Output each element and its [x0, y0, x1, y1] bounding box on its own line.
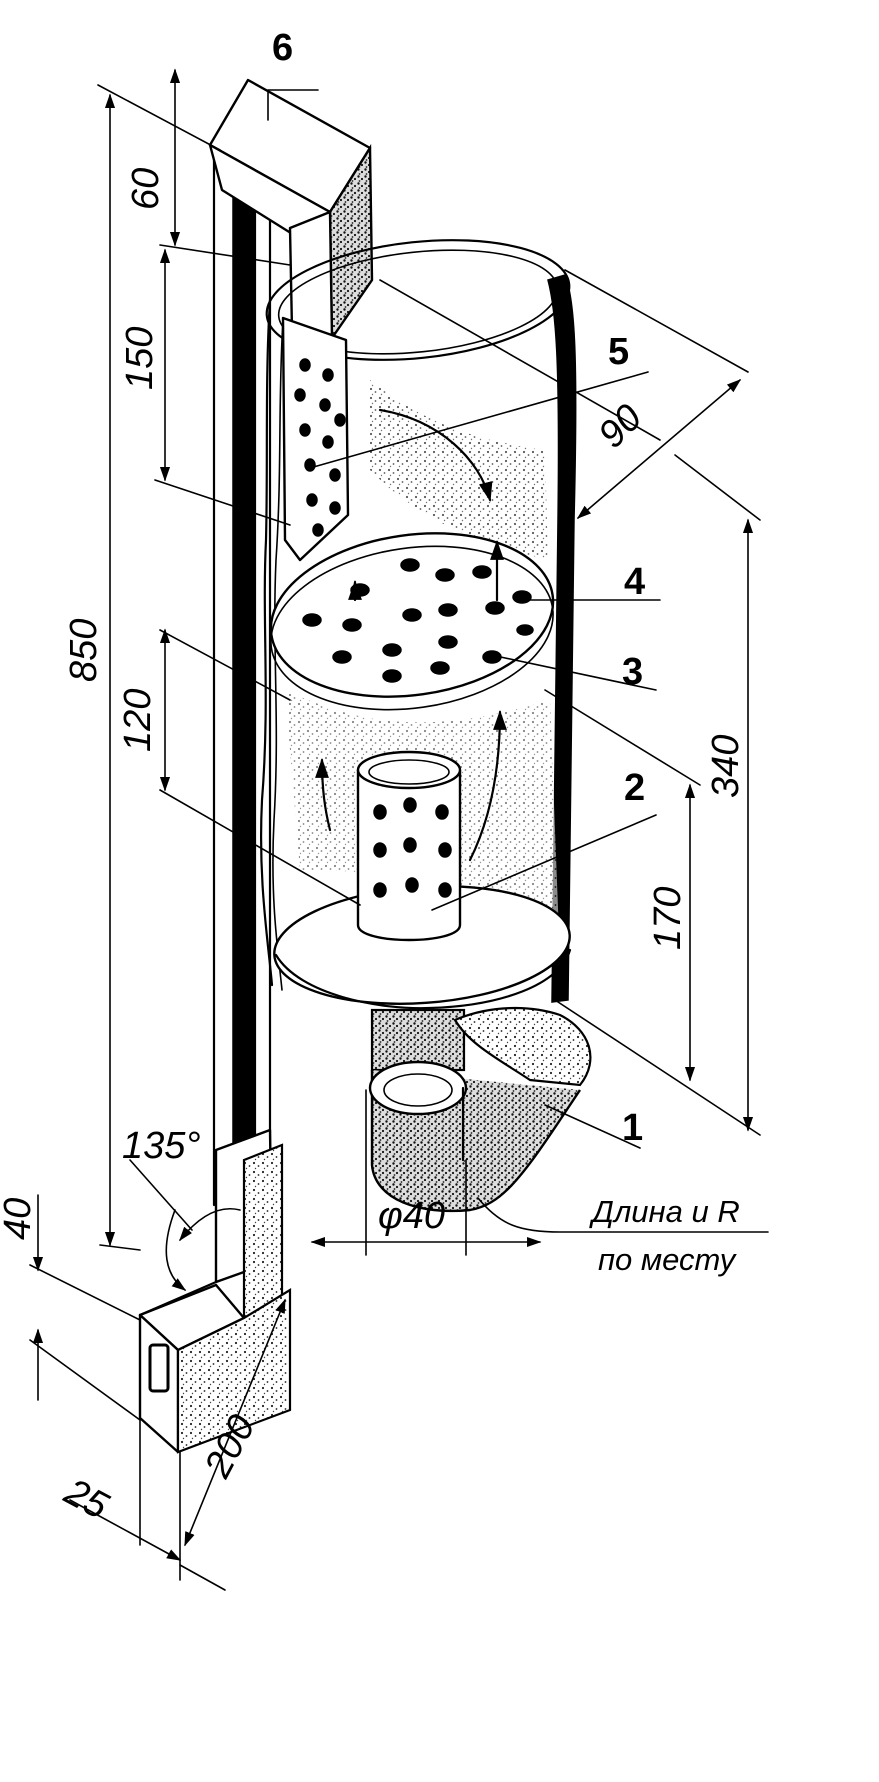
- plate-holes: [294, 358, 346, 537]
- inlet-box: [138, 1128, 292, 1454]
- leader-lines: [267, 89, 769, 1233]
- label-part-1: 1: [622, 1107, 643, 1149]
- dim-340: 340: [705, 735, 747, 798]
- perforated-plate: [281, 316, 504, 602]
- dim-angle-135: 135°: [122, 1125, 201, 1167]
- label-part-3: 3: [622, 651, 643, 693]
- dim-60: 60: [125, 168, 167, 210]
- dim-150: 150: [119, 327, 161, 390]
- dim-850: 850: [63, 619, 105, 682]
- label-part-4: 4: [624, 561, 645, 603]
- dimension-lines: [29, 68, 761, 1591]
- part-labels: 1 2 3 4 5 6: [272, 27, 645, 1149]
- note-line-1: Длина и R: [589, 1194, 740, 1229]
- label-part-2: 2: [624, 767, 645, 809]
- dim-170: 170: [647, 887, 689, 950]
- tube-holes: [373, 797, 452, 898]
- note-line-2: по месту: [598, 1242, 738, 1277]
- burner-tube: [315, 710, 507, 942]
- top-box-cap: [208, 78, 374, 342]
- dim-diameter-40: φ40: [378, 1195, 445, 1237]
- label-part-6: 6: [272, 27, 293, 69]
- label-part-5: 5: [608, 331, 629, 373]
- grate-holes: [302, 558, 534, 683]
- bottom-elbow-pipe: [368, 1006, 592, 1213]
- dim-40: 40: [0, 1198, 39, 1240]
- perforated-grate-disc: [269, 532, 555, 711]
- dim-120: 120: [117, 689, 159, 752]
- vertical-pipe: [212, 158, 272, 1252]
- fitting-note: Длина и R по месту: [589, 1194, 740, 1277]
